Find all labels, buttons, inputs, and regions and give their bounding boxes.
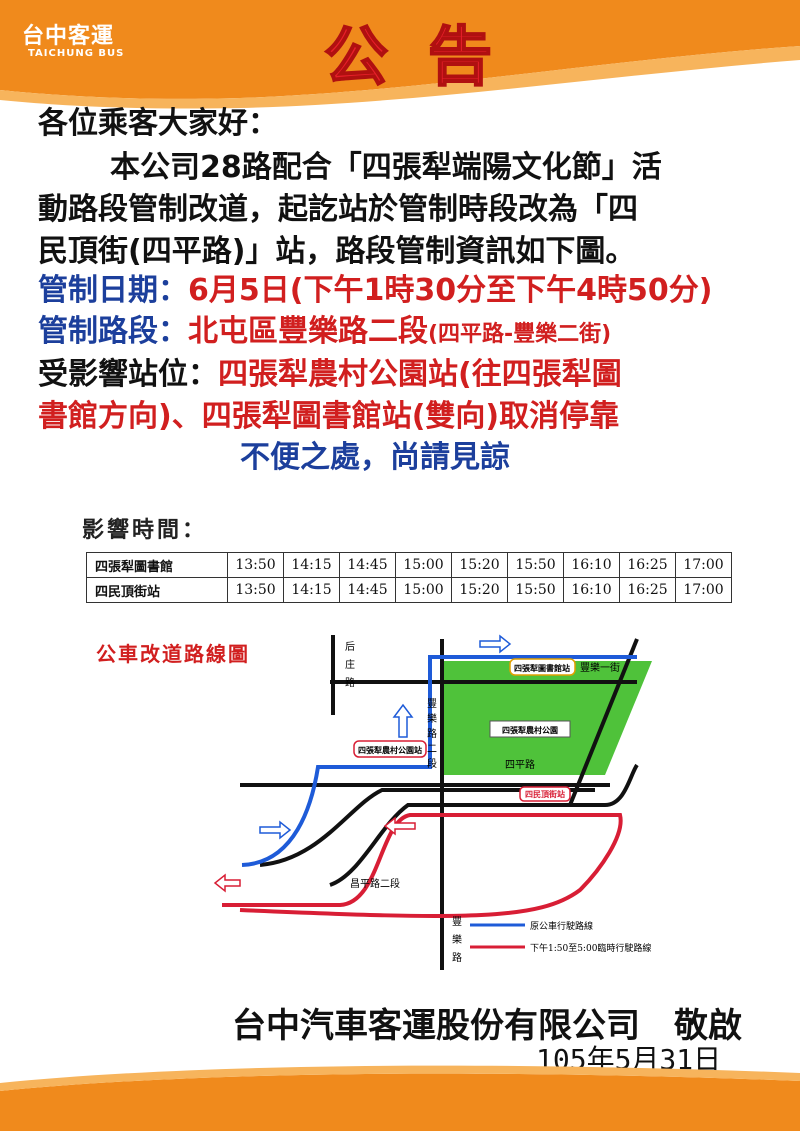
affected-stops-label: 受影響站位： — [38, 357, 218, 392]
road-label-houzhuang: 路 — [345, 676, 355, 689]
time-cell: 15:20 — [451, 577, 508, 603]
control-date-value: 6月5日(下午1時30分至下午4時50分) — [188, 273, 713, 308]
time-cell: 14:15 — [283, 577, 340, 603]
road-label-siping: 四平路 — [505, 758, 535, 771]
map-title: 公車改道路線圖 — [96, 642, 250, 666]
road-label-fengle: 路 — [452, 951, 462, 964]
control-section-label: 管制路段： — [38, 314, 188, 349]
road-label-houzhuang: 后 — [345, 641, 355, 653]
stop-park-label: 四張犁農村公園站 — [358, 745, 422, 755]
road-label-fengle: 樂 — [452, 933, 462, 946]
road-label-fengle-2nd-section: 路 — [427, 727, 437, 740]
temporary-route-line — [222, 813, 623, 918]
page-title: 公告 — [323, 19, 532, 96]
road-label-fengle-2nd-section: 段 — [427, 757, 437, 770]
time-cell: 15:00 — [395, 552, 452, 578]
control-section-value: 北屯區豐樂路二段 — [188, 314, 428, 349]
greeting: 各位乘客大家好： — [38, 106, 278, 141]
legend-original-label: 原公車行駛路線 — [530, 920, 593, 932]
time-cell: 16:10 — [563, 577, 620, 603]
road-label-fengle-2nd-section: 豐 — [427, 697, 437, 710]
roads — [240, 635, 639, 970]
affected-stops-value-line1: 四張犁農村公園站(往四張犁圖 — [218, 357, 622, 392]
time-cell: 16:10 — [563, 552, 620, 578]
time-cell: 14:45 — [339, 552, 396, 578]
company-logo-text: 台中客運 — [22, 24, 115, 49]
park-label: 四張犁農村公園 — [502, 725, 558, 735]
schedule-title: 影響時間： — [82, 517, 208, 543]
park-area — [442, 661, 652, 775]
notice-paragraph-line1: 本公司28路配合「四張犁端陽文化節」活 — [110, 150, 662, 185]
road-label-houzhuang: 庄 — [345, 658, 355, 671]
signature: 台中汽車客運股份有限公司 敬啟 — [232, 1006, 742, 1046]
control-section-note: (四平路-豐樂二街) — [428, 322, 612, 347]
time-cell: 16:25 — [619, 552, 676, 578]
road-label-changping: 昌平路二段 — [350, 877, 400, 890]
detour-route-map: 四張犁圖書館站 四張犁農村公園站 四民頂街站 四張犁農村公園 豐樂一街 四平路 … — [213, 634, 652, 970]
time-cell: 15:50 — [507, 552, 564, 578]
time-cell: 17:00 — [675, 577, 732, 603]
control-date: 管制日期：6月5日(下午1時30分至下午4時50分) — [38, 271, 712, 311]
road-label-fengle-2nd-section: 樂 — [427, 712, 437, 725]
time-cell: 15:50 — [507, 577, 564, 603]
time-cell: 14:45 — [339, 577, 396, 603]
affected-stops: 受影響站位：四張犁農村公園站(往四張犁圖 — [38, 355, 622, 395]
time-cell: 15:00 — [395, 577, 452, 603]
control-date-label: 管制日期： — [38, 273, 188, 308]
time-cell: 17:00 — [675, 552, 732, 578]
notice-paragraph-line3: 民頂街(四平路)」站，路段管制資訊如下圖。 — [38, 234, 636, 269]
road-label-fengle-1st: 豐樂一街 — [580, 661, 620, 674]
stop-library-label: 四張犁圖書館站 — [514, 663, 570, 673]
stop-name-cell: 四張犁圖書館 — [86, 552, 228, 578]
stop-name-cell: 四民頂街站 — [86, 577, 228, 603]
time-cell: 16:25 — [619, 577, 676, 603]
time-cell: 13:50 — [227, 552, 284, 578]
road-label-fengle-2nd-section: 二 — [427, 744, 437, 755]
apology-text: 不便之處，尚請見諒 — [240, 440, 510, 475]
stop-siminding-label: 四民頂街站 — [525, 789, 565, 799]
footer-wave — [0, 1065, 800, 1131]
direction-arrows — [213, 634, 512, 893]
legend-temp-label: 下午1:50至5:00臨時行駛路線 — [530, 942, 651, 954]
time-cell: 13:50 — [227, 577, 284, 603]
control-section: 管制路段：北屯區豐樂路二段(四平路-豐樂二街) — [38, 312, 611, 355]
header-wave — [0, 0, 800, 109]
road-label-fengle: 豐 — [452, 915, 462, 928]
affected-stops-value-line2: 書館方向)、四張犁圖書館站(雙向)取消停靠 — [38, 399, 620, 434]
notice-paragraph-line2: 動路段管制改道，起訖站於管制時段改為「四 — [38, 192, 638, 227]
company-logo-english: TAICHUNG BUS — [28, 48, 125, 59]
time-cell: 15:20 — [451, 552, 508, 578]
original-route-line — [241, 655, 637, 867]
time-cell: 14:15 — [283, 552, 340, 578]
